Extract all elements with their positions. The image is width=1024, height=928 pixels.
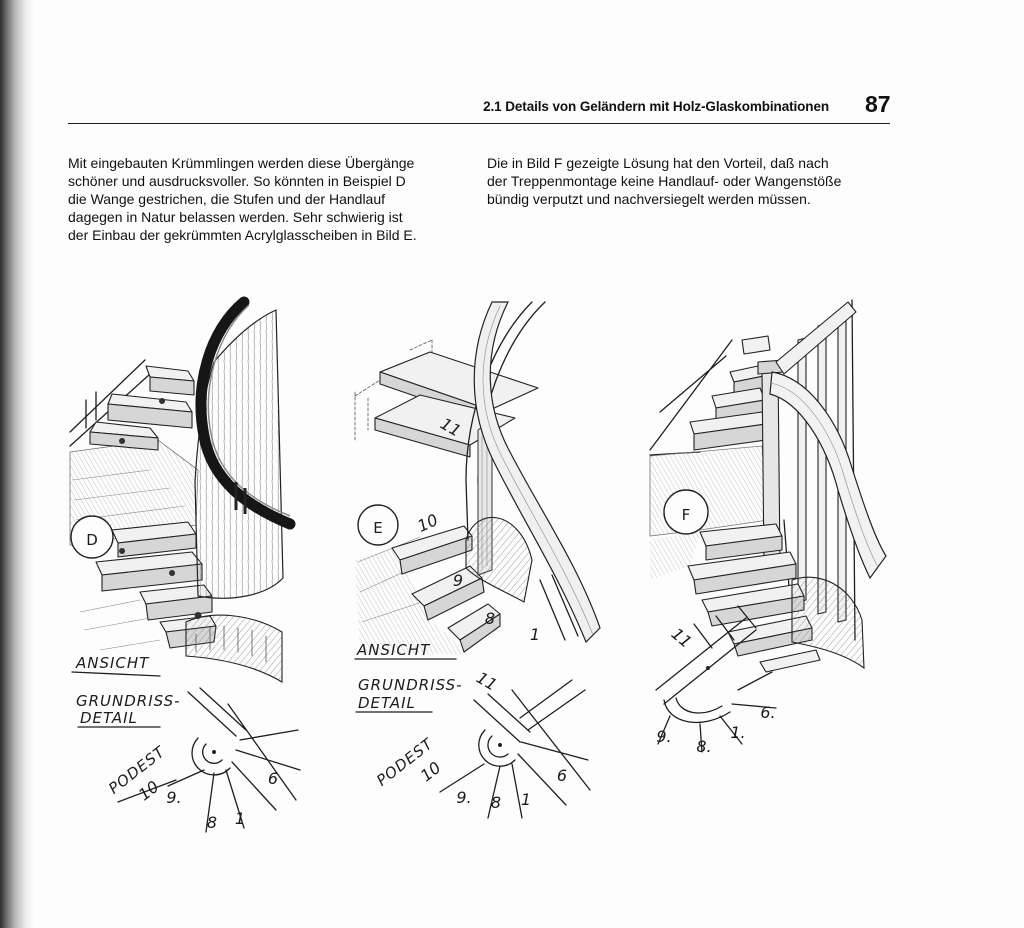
figure-e-elevation: E 11 10 9 8 1 xyxy=(354,301,601,655)
figure-f-elevation: F xyxy=(649,299,887,673)
step-number: 8 xyxy=(207,813,217,832)
upper-handrail xyxy=(775,301,857,375)
figure-f-label: F xyxy=(682,506,691,524)
text-line: Mit eingebauten Krümmlingen werden diese… xyxy=(68,155,415,171)
floor-shading xyxy=(355,548,470,655)
newel-curve xyxy=(663,697,731,724)
plan-caption: DETAIL xyxy=(358,694,416,712)
handrail-grain xyxy=(482,305,594,636)
text-column-right: Die in Bild F gezeigte Lösung hat den Vo… xyxy=(487,154,841,208)
step-edge-lines xyxy=(657,671,777,753)
step-riser xyxy=(374,417,471,458)
plan-caption: DETAIL xyxy=(80,709,138,727)
text-line: der Einbau der gekrümmten Acrylglasschei… xyxy=(68,227,417,243)
dimension-lines xyxy=(354,339,433,443)
figure-f: F 11 9. 8. 1. 6. xyxy=(649,299,887,756)
newel-curve xyxy=(191,737,231,776)
curved-handrail xyxy=(769,371,887,580)
stringer-base xyxy=(791,576,865,670)
floor-sketch-lines xyxy=(71,469,186,651)
step-number: 1 xyxy=(235,809,245,828)
step-number: 9. xyxy=(166,788,181,807)
step-number: 8. xyxy=(696,737,711,756)
handrail-grain xyxy=(770,382,879,568)
stringer-base xyxy=(185,614,283,683)
step-number: 10 xyxy=(417,758,445,786)
wall-block xyxy=(741,335,771,355)
plan-caption-marker: 11 xyxy=(473,668,500,695)
step-riser xyxy=(705,535,783,561)
handrail-plan-lines xyxy=(187,687,297,801)
section-title: 2.1 Details von Geländern mit Holz-Glask… xyxy=(483,99,829,114)
center-point xyxy=(706,666,710,670)
handrail-highlight xyxy=(207,304,291,517)
step-tread xyxy=(759,649,821,673)
newel-curve xyxy=(478,729,516,767)
step-riser xyxy=(149,376,195,396)
figure-d-label: D xyxy=(86,531,98,549)
step-riser xyxy=(107,403,193,429)
step-riser xyxy=(459,613,501,653)
step-number: 6. xyxy=(760,703,775,722)
step-number: 10 xyxy=(414,510,440,536)
figure-f-badge xyxy=(663,489,709,535)
step-number: 6 xyxy=(557,766,567,785)
step-number: 6 xyxy=(268,769,278,788)
center-point xyxy=(212,750,216,754)
figure-d-elevation: D xyxy=(69,296,296,683)
figure-e: E 11 10 9 8 1 ANSICHT GRUNDRISS- 11 DETA… xyxy=(354,301,601,819)
figure-d: D ANSICHT GRUNDRISS- DETAIL PODEST 10 9.… xyxy=(69,296,301,833)
plan-caption: GRUNDRISS- xyxy=(358,676,463,694)
step-number: 9 xyxy=(453,571,463,590)
figure-e-badge xyxy=(357,504,399,546)
floor-shading xyxy=(650,532,700,580)
stringer-base xyxy=(465,516,533,603)
step-edge-lines xyxy=(117,729,301,833)
text-line: Die in Bild F gezeigte Lösung hat den Vo… xyxy=(487,155,829,171)
elevation-caption: ANSICHT xyxy=(75,654,150,672)
lower-posts xyxy=(539,574,579,641)
baluster xyxy=(797,337,807,603)
text-line: schöner und ausdrucksvoller. So könnten … xyxy=(68,173,406,189)
handrail-band xyxy=(473,301,601,644)
plan-caption: GRUNDRISS- xyxy=(76,692,181,710)
figure-d-badge xyxy=(70,515,114,559)
step-number: 8 xyxy=(491,793,501,812)
step-number: 9. xyxy=(456,788,471,807)
header-rule xyxy=(68,123,890,124)
step-number: 1. xyxy=(730,723,745,742)
text-line: dagegen in Natur belassen werden. Sehr s… xyxy=(68,209,403,225)
text-line: der Treppenmontage keine Handlauf- oder … xyxy=(487,173,842,189)
step-number: 11 xyxy=(668,624,696,652)
handrail-plan-lines xyxy=(473,679,591,791)
stringer-base-texture xyxy=(195,625,267,663)
center-point xyxy=(498,743,502,747)
elevation-caption: ANSICHT xyxy=(356,641,431,659)
text-line: bündig verputzt und nachversiegelt werde… xyxy=(487,191,811,207)
step-edge-lines xyxy=(439,741,589,819)
handrail xyxy=(195,296,296,530)
figure-e-label: E xyxy=(373,519,382,537)
step-number: 8 xyxy=(485,609,495,628)
book-spine-shadow xyxy=(0,0,34,928)
handrail-plan-lines xyxy=(655,605,757,705)
text-column-left: Mit eingebauten Krümmlingen werden diese… xyxy=(68,154,417,244)
step-number: 9. xyxy=(656,727,671,746)
step-number: 1 xyxy=(521,790,531,809)
caption-underline xyxy=(71,671,161,677)
step-number: 10 xyxy=(135,777,163,805)
handrail-support xyxy=(234,482,247,514)
baluster xyxy=(817,323,827,615)
step-number: 1 xyxy=(530,625,540,644)
step-riser xyxy=(117,533,197,558)
step-riser xyxy=(693,563,797,595)
step-riser xyxy=(423,577,485,621)
page-number: 87 xyxy=(865,91,891,117)
text-line: die Wange gestrichen, die Stufen und der… xyxy=(68,191,386,207)
